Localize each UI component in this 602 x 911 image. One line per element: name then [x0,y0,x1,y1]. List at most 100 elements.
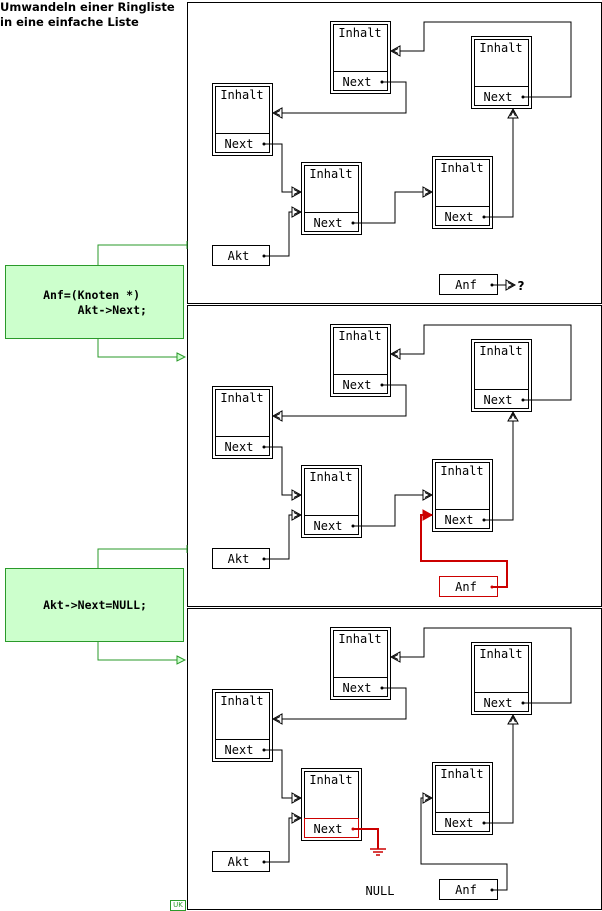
node-next-label: Next [314,822,343,836]
node-outer-border [330,627,391,700]
node-inner-border [435,765,490,832]
node-outer-border [212,386,273,459]
pointer-anf-to-e [420,509,508,588]
node-inner-border [435,159,490,226]
node-next-label: Next [343,75,372,89]
panel-3: InhaltNextInhaltNextInhaltNextInhaltNext… [212,627,572,900]
anf-pointer: Anf [439,274,498,295]
node-inner-border [215,692,270,759]
pointer-a-to-d [264,749,303,804]
pointer-c-to-b [389,324,572,401]
pointer-akt-to-d [264,509,303,560]
pointer-a-to-d [264,446,303,501]
node-inner-border [474,342,529,409]
node-content-label: Inhalt [479,344,522,358]
node-outer-border [471,339,532,412]
pointer-akt-to-d [264,206,303,257]
node-next-label: Next [225,743,254,757]
code-step-2-connector [97,545,188,660]
null-label: NULL [366,884,395,898]
node-inner-border [474,645,529,712]
node-content-label: Inhalt [338,26,381,40]
pointer-b-to-a [271,384,407,422]
node-inner-border [215,389,270,456]
node-inner-border [304,165,359,232]
node-outer-border [301,162,362,235]
node-content-label: Inhalt [309,167,352,181]
node-outer-border [471,642,532,715]
node-content-label: Inhalt [220,694,263,708]
node-outer-border [212,689,273,762]
pointer-e-to-c [484,410,519,521]
pointer-b-to-a [271,81,407,119]
node-inner-border [333,630,388,697]
node-next-label: Next [225,440,254,454]
code-step-2-text: Akt->Next=NULL; [6,569,184,642]
node-outer-border [432,459,493,532]
anf-pointer-label: Anf [455,580,477,594]
node-next-label: Next [343,681,372,695]
akt-pointer: Akt [212,548,270,569]
code-step-2-box [5,568,184,642]
node-next-label: Next [484,90,513,104]
code-step-1-line-1: Anf=(Knoten *) [43,287,140,302]
node-content-label: Inhalt [309,773,352,787]
node-outer-border [301,465,362,538]
pointer-c-to-b [389,627,572,704]
node-content-label: Inhalt [440,464,483,478]
node-inner-border [215,86,270,153]
node-content-label: Inhalt [479,647,522,661]
author-badge: UK [170,900,186,911]
undefined-pointer-mark: ? [518,279,525,293]
code-step-2-line-1: Akt->Next=NULL; [43,598,147,612]
node-next-label: Next [484,696,513,710]
akt-pointer: Akt [212,851,270,872]
anf-pointer-label: Anf [455,278,477,292]
node-outer-border [432,762,493,835]
node-content-label: Inhalt [309,470,352,484]
node-inner-border [333,24,388,91]
akt-pointer-label: Akt [228,855,250,869]
code-step-1-line-2: Akt->Next; [43,302,147,317]
pointer-e-to-c [484,107,519,218]
node-outer-border [330,21,391,94]
node-next-label: Next [343,378,372,392]
node-inner-border [333,327,388,394]
node-content-label: Inhalt [440,767,483,781]
pointer-anf-to-e [420,792,508,891]
akt-pointer: Akt [212,245,270,266]
pointer-b-to-a [271,687,407,725]
title-line-2: in eine einfache Liste [0,15,139,29]
node-next-label: Next [484,393,513,407]
code-step-1-connector [97,241,188,357]
node-inner-border [474,39,529,106]
anf-pointer: Anf [439,576,498,597]
node-content-label: Inhalt [479,41,522,55]
code-step-1-box [5,265,184,339]
akt-pointer-label: Akt [228,552,250,566]
node-next-label: Next [314,216,343,230]
node-content-label: Inhalt [338,632,381,646]
node-outer-border [330,324,391,397]
pointer-a-to-d [264,143,303,198]
node-next-label: Next [445,513,474,527]
akt-pointer-label: Akt [228,249,250,263]
panel-2: InhaltNextInhaltNextInhaltNextInhaltNext… [212,324,572,597]
pointer-d-to-null [353,828,379,849]
pointer-d-to-e [353,489,434,527]
node-next-label: Next [445,210,474,224]
pointer-akt-to-d [264,812,303,863]
pointer-c-to-b [389,21,572,98]
